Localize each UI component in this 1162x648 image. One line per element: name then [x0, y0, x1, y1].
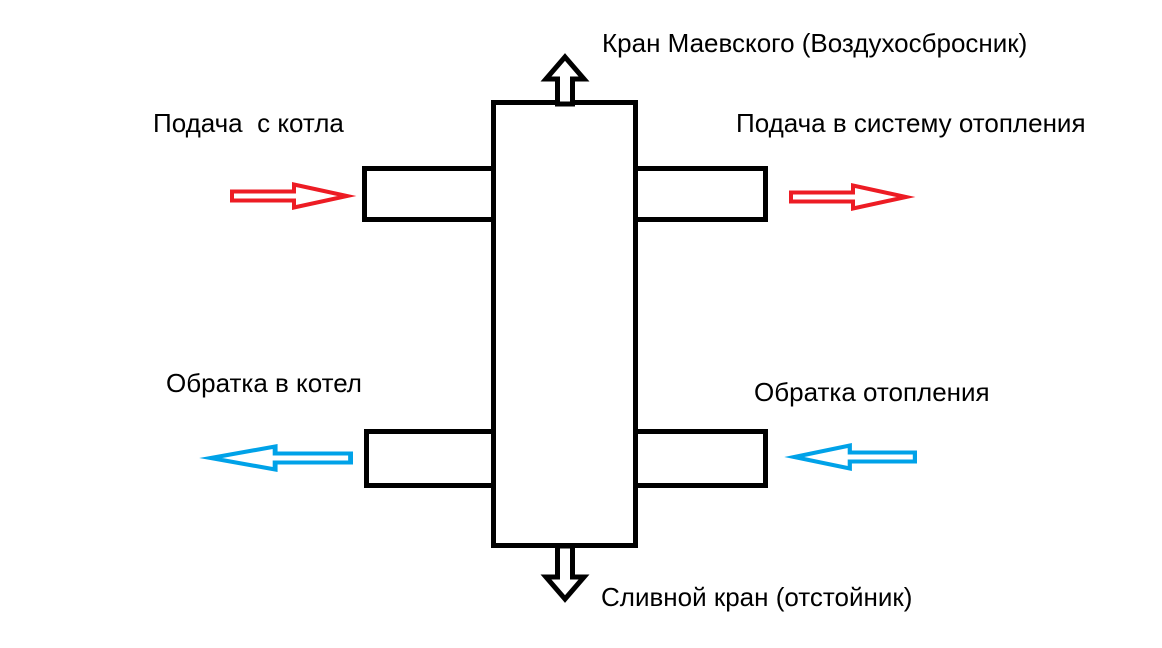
separator-body: [491, 100, 638, 548]
return-outlet-pipe: [364, 429, 496, 488]
return-inlet-pipe: [633, 429, 768, 488]
supply-inlet-pipe: [362, 166, 496, 222]
return-from-system-label: Обратка отопления: [754, 377, 990, 407]
return-to-boiler-label: Обратка в котел: [166, 368, 362, 398]
return-from-system-arrow-icon: [784, 443, 917, 471]
up-arrow-outline: [540, 53, 590, 107]
drain-valve-label: Сливной кран (отстойник): [601, 582, 913, 612]
left-arrow-outline: [199, 444, 353, 472]
air-vent-label: Кран Маевского (Воздухосбросник): [602, 28, 1028, 58]
supply-to-system-label: Подача в систему отопления: [736, 108, 1086, 138]
supply-to-system-arrow-icon: [789, 183, 916, 211]
supply-from-boiler-arrow-icon: [230, 182, 357, 210]
supply-from-boiler-label: Подача с котла: [153, 108, 344, 138]
right-arrow-outline: [789, 183, 916, 211]
air-vent-up-arrow-icon: [540, 53, 590, 107]
right-arrow-outline: [230, 182, 357, 210]
left-arrow-outline: [784, 443, 917, 471]
supply-outlet-pipe: [633, 166, 768, 222]
return-to-boiler-arrow-icon: [199, 444, 353, 472]
drain-down-arrow-icon: [540, 543, 590, 603]
down-arrow-outline: [540, 543, 590, 603]
